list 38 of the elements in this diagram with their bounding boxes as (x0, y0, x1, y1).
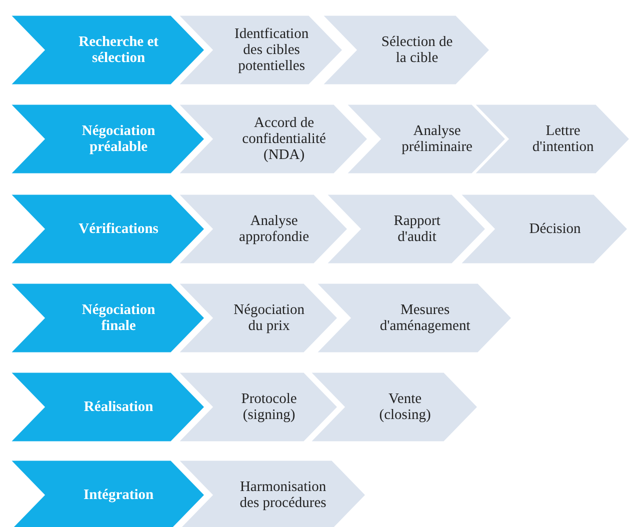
step-label: Recherche et sélection (78, 34, 160, 66)
step-label: Accord de confidentialité (NDA) (241, 115, 327, 163)
process-step (460, 194, 628, 264)
step-label: Rapport d'audit (392, 213, 442, 245)
step-label: Réalisation (82, 399, 154, 415)
step-label: Vérifications (78, 221, 160, 237)
step-label: Identfication des cibles potentielles (234, 26, 310, 74)
stage-banner (10, 15, 205, 85)
step-label: Intégration (82, 487, 155, 503)
step-label: Négociation préalable (80, 123, 156, 155)
step-label: Harmonisation des procédures (238, 479, 328, 511)
process-step (322, 15, 490, 85)
process-step (326, 194, 486, 264)
process-step (346, 104, 506, 174)
stage-banner (10, 104, 205, 174)
process-step (474, 104, 630, 174)
stage-banner (10, 460, 205, 527)
step-label: Vente (closing) (378, 391, 432, 423)
process-step (178, 372, 338, 442)
stage-banner (10, 372, 205, 442)
stage-banner (10, 283, 205, 353)
process-step (178, 104, 368, 174)
step-label: Protocole (signing) (240, 391, 298, 423)
process-step (178, 460, 366, 527)
process-step (310, 372, 478, 442)
process-step (178, 194, 348, 264)
step-label: Analyse approfondie (238, 213, 310, 245)
process-step (316, 283, 512, 353)
step-label: Analyse préliminaire (400, 123, 474, 155)
stage-banner (10, 194, 205, 264)
step-label: Négociation du prix (232, 302, 306, 334)
step-label: Négociation finale (80, 302, 156, 334)
step-label: Lettre d'intention (531, 123, 595, 155)
step-label: Sélection de la cible (381, 34, 454, 66)
process-step (178, 283, 338, 353)
step-label: Décision (528, 221, 582, 237)
step-label: Mesures d'aménagement (378, 302, 472, 334)
process-step (178, 15, 343, 85)
